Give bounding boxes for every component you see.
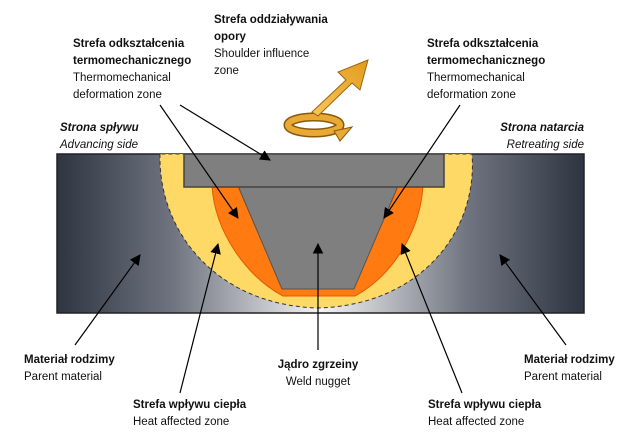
label-tmaz-right-en: Thermomechanical deformation zone bbox=[427, 72, 525, 101]
label-shoulder-influence-zone: Strefa oddziaływania opory Shoulder infl… bbox=[214, 12, 354, 80]
rotation-arrow-icon bbox=[283, 112, 354, 142]
label-haz-left-pl: Strefa wpływu ciepła bbox=[133, 399, 247, 411]
leader-haz-right bbox=[400, 242, 463, 394]
leader-parent-right bbox=[499, 254, 567, 346]
label-left-side-pl: Strona spływu bbox=[60, 122, 139, 134]
label-left-side-en: Advancing side bbox=[60, 139, 138, 151]
label-parent-left-en: Parent material bbox=[24, 371, 102, 383]
label-nugget-pl: Jądro zgrzeiny bbox=[277, 359, 359, 371]
leader-tmaz-right bbox=[383, 104, 461, 219]
leader-shoulder-zone bbox=[179, 104, 271, 161]
label-shoulder-en: Shoulder influence zone bbox=[214, 48, 310, 77]
label-weld-nugget: Jądro zgrzeiny Weld nugget bbox=[268, 357, 368, 391]
label-haz-right: Strefa wpływu ciepła Heat affected zone bbox=[428, 397, 541, 431]
label-right-side: Strona natarcia Retreating side bbox=[500, 120, 584, 154]
tool-shoulder bbox=[183, 153, 445, 188]
label-haz-left-en: Heat affected zone bbox=[133, 416, 230, 428]
label-shoulder-pl: Strefa oddziaływania opory bbox=[214, 14, 328, 43]
label-left-side: Strona spływu Advancing side bbox=[60, 120, 139, 154]
leader-tmaz-left bbox=[159, 104, 239, 219]
label-haz-left: Strefa wpływu ciepła Heat affected zone bbox=[133, 397, 246, 431]
label-tmaz-left-en: Thermomechanical deformation zone bbox=[73, 72, 171, 101]
label-parent-left: Materiał rodzimy Parent material bbox=[24, 352, 115, 386]
label-tmaz-left: Strefa odkształcenia termomechanicznego … bbox=[73, 36, 201, 104]
label-tmaz-left-pl: Strefa odkształcenia termomechanicznego bbox=[73, 38, 192, 67]
label-haz-right-pl: Strefa wpływu ciepła bbox=[428, 399, 542, 411]
label-tmaz-right-pl: Strefa odkształcenia termomechanicznego bbox=[427, 38, 546, 67]
label-right-side-pl: Strona natarcia bbox=[500, 122, 584, 134]
label-parent-left-pl: Materiał rodzimy bbox=[24, 354, 115, 366]
label-nugget-en: Weld nugget bbox=[285, 376, 351, 388]
leader-parent-left bbox=[74, 254, 141, 346]
label-tmaz-right: Strefa odkształcenia termomechanicznego … bbox=[427, 36, 555, 104]
label-parent-right-pl: Materiał rodzimy bbox=[524, 354, 615, 366]
leader-haz-left bbox=[179, 242, 221, 394]
label-parent-right-en: Parent material bbox=[524, 371, 602, 383]
travel-direction-arrow-icon bbox=[311, 59, 369, 117]
label-parent-right: Materiał rodzimy Parent material bbox=[524, 352, 615, 386]
label-haz-right-en: Heat affected zone bbox=[428, 416, 525, 428]
label-right-side-en: Retreating side bbox=[506, 139, 584, 151]
